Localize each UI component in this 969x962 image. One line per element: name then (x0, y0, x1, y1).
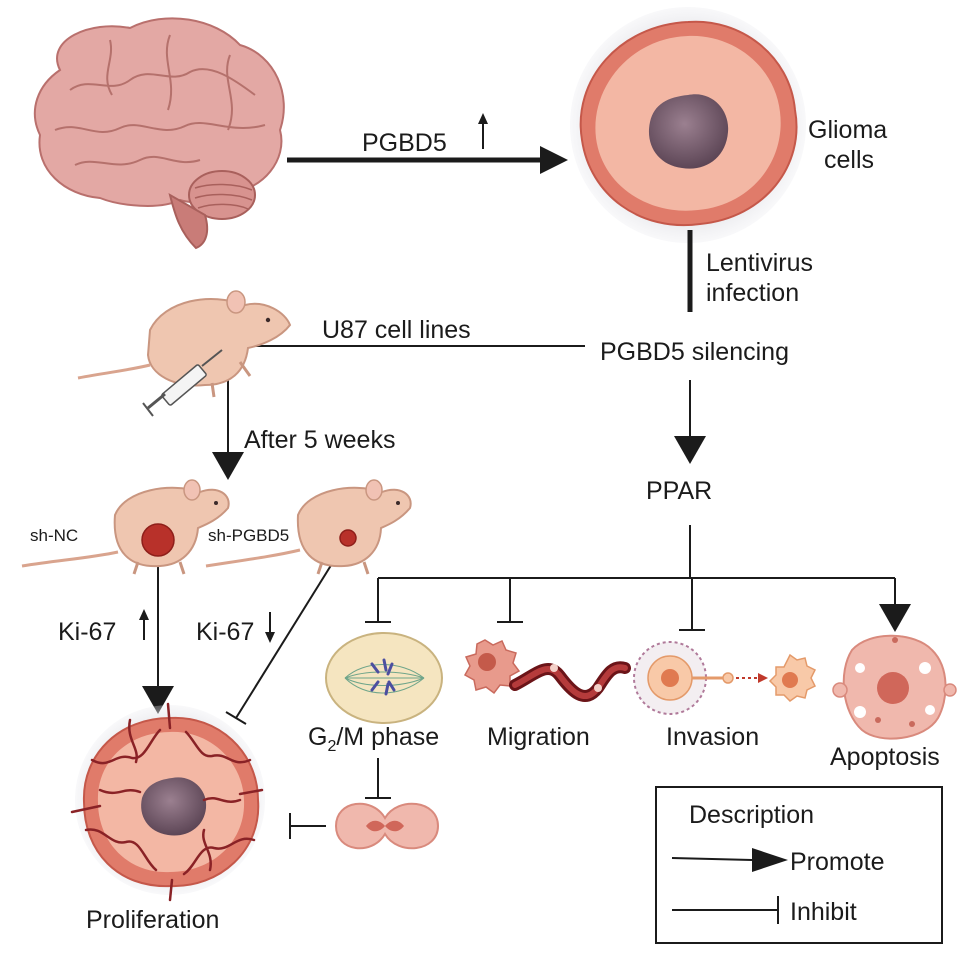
proliferation-tumor-icon (70, 702, 265, 902)
mouse-sh-nc-icon (21, 479, 230, 575)
label-proliferation: Proliferation (86, 906, 220, 934)
connectors (139, 113, 911, 839)
label-lentivirus-line-1: Lentivirus (706, 249, 813, 277)
label-u87-cell-lines: U87 cell lines (322, 316, 471, 344)
label-glioma-line-1: Glioma (808, 116, 888, 144)
migration-icon (463, 639, 631, 702)
label-lentivirus-line-2: infection (706, 279, 800, 307)
dividing-cell-icon (334, 802, 440, 850)
label-invasion: Invasion (666, 723, 760, 751)
mouse-sh-pgbd5-icon (205, 479, 412, 575)
brain-icon (33, 17, 285, 250)
label-pgbd5-silencing: PGBD5 silencing (600, 338, 789, 366)
legend-inhibit-label: Inhibit (790, 898, 857, 926)
label-glioma-line-2: cells (824, 146, 875, 174)
mitosis-cell-icon (325, 632, 443, 724)
label-ki67-down: Ki-67 (196, 618, 255, 646)
glioma-cell-icon (570, 7, 806, 243)
label-sh-nc: sh-NC (30, 526, 79, 545)
label-sh-pgbd5: sh-PGBD5 (208, 526, 290, 545)
invasion-icon (633, 641, 817, 715)
label-lentivirus-infection: Lentivirus infection (706, 248, 813, 308)
label-apoptosis: Apoptosis (830, 743, 940, 771)
legend-symbols (671, 848, 788, 924)
label-ppar: PPAR (646, 477, 713, 505)
label-after-5-weeks: After 5 weeks (244, 426, 396, 454)
label-migration: Migration (487, 723, 590, 751)
label-g2m-sub: 2 (327, 738, 337, 755)
label-g2m-rest: /M phase (336, 723, 440, 751)
legend-title: Description (689, 801, 815, 829)
label-g2m-phase: G2/M phase (308, 725, 439, 755)
apoptosis-icon (832, 634, 957, 740)
syringe-icon (142, 349, 223, 417)
label-pgbd5-upregulated: PGBD5 (362, 129, 447, 157)
mouse-injection-icon (77, 290, 292, 417)
legend-box (655, 786, 943, 944)
label-ki67-up: Ki-67 (58, 618, 117, 646)
legend-promote-label: Promote (790, 848, 885, 876)
label-glioma-cells: Glioma cells (808, 115, 887, 175)
label-g2m-g: G (308, 723, 328, 751)
